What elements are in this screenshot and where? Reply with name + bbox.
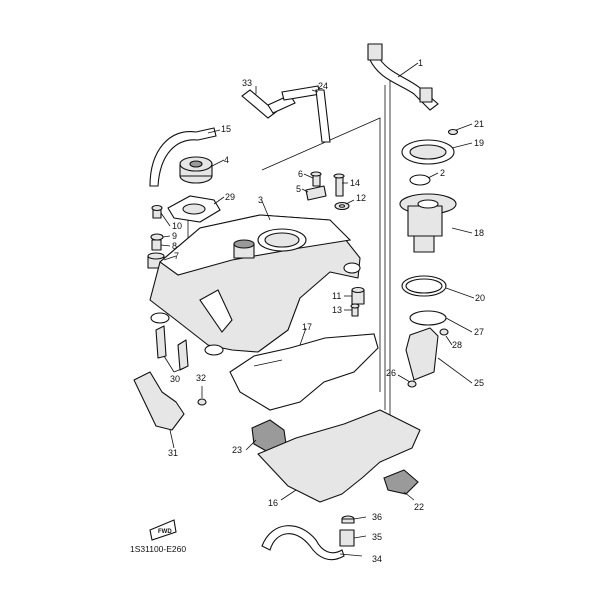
callout-6: 6 <box>298 169 303 179</box>
part-fuel-tank-3 <box>149 214 361 356</box>
callout-labels: 1 2 3 4 5 6 7 8 9 10 11 12 13 14 15 16 1… <box>168 58 485 564</box>
part-fuel-hose-15 <box>149 127 217 187</box>
part-tray-16 <box>257 409 421 503</box>
callout-3: 3 <box>258 195 263 205</box>
callout-4: 4 <box>224 155 229 165</box>
callout-19: 19 <box>474 138 484 148</box>
part-clip-30 <box>155 325 189 371</box>
part-fitting-35 <box>339 529 355 547</box>
callout-11: 11 <box>332 291 341 301</box>
callout-8: 8 <box>172 241 177 251</box>
part-breather-tube-24 <box>281 85 331 143</box>
part-washer-12 <box>334 201 350 211</box>
part-wire-ring-27 <box>409 310 447 326</box>
callout-13: 13 <box>332 305 342 315</box>
part-retainer-ring-19 <box>401 139 455 165</box>
callout-34: 34 <box>372 554 382 564</box>
callout-21: 21 <box>474 119 484 129</box>
part-cover-25 <box>405 327 439 381</box>
part-collar-8 <box>151 239 162 251</box>
part-bolt-6 <box>310 171 322 187</box>
callout-27: 27 <box>474 327 484 337</box>
callout-9: 9 <box>172 231 177 241</box>
part-screw-26 <box>407 380 417 388</box>
callout-20: 20 <box>475 293 485 303</box>
callout-14: 14 <box>350 178 360 188</box>
part-bolt-13 <box>350 303 360 317</box>
callout-35: 35 <box>372 532 382 542</box>
part-damper-11 <box>351 286 365 305</box>
part-fuel-cap-4 <box>179 156 213 184</box>
callout-2: 2 <box>440 168 445 178</box>
callout-1: 1 <box>418 58 423 68</box>
diagram-reference-code: 1S31100-E260 <box>130 544 186 554</box>
fwd-label: FWD <box>158 529 172 535</box>
callout-30: 30 <box>170 374 180 384</box>
callout-10: 10 <box>172 221 182 231</box>
part-bolt-14 <box>333 173 345 197</box>
part-bolt-10 <box>151 204 163 219</box>
callout-26: 26 <box>386 368 396 378</box>
part-bolt-21 <box>447 128 459 136</box>
part-cap-gasket-29 <box>167 195 221 223</box>
forward-indicator: FWD <box>149 519 177 541</box>
callout-32: 32 <box>196 373 206 383</box>
part-drain-hose-34 <box>261 525 345 561</box>
part-bracket-5 <box>305 185 327 201</box>
callout-22: 22 <box>414 502 424 512</box>
part-sheet-17 <box>229 333 379 411</box>
callout-36: 36 <box>372 512 382 522</box>
callout-18: 18 <box>474 228 484 238</box>
callout-12: 12 <box>356 193 366 203</box>
part-seal-2 <box>409 174 431 186</box>
part-o-ring-20 <box>401 275 447 297</box>
part-fuel-line-1 <box>367 43 439 111</box>
part-connector-22 <box>383 469 419 495</box>
part-cap-36 <box>341 515 355 524</box>
callout-25: 25 <box>474 378 484 388</box>
callout-24: 24 <box>318 81 328 91</box>
callout-7: 7 <box>174 251 179 261</box>
callout-15: 15 <box>221 124 231 134</box>
part-screw-28 <box>439 328 449 336</box>
callout-23: 23 <box>232 445 242 455</box>
callout-28: 28 <box>452 340 462 350</box>
part-bracket-31 <box>133 371 185 431</box>
callout-31: 31 <box>168 448 178 458</box>
part-bolt-32 <box>197 398 207 406</box>
part-fuel-pump-18 <box>399 193 457 253</box>
callout-5: 5 <box>296 184 301 194</box>
leader-lines <box>160 62 475 557</box>
callout-16: 16 <box>268 498 278 508</box>
callout-29: 29 <box>225 192 235 202</box>
callout-33: 33 <box>242 78 252 88</box>
callout-17: 17 <box>302 322 312 332</box>
part-washer-9 <box>150 233 164 241</box>
